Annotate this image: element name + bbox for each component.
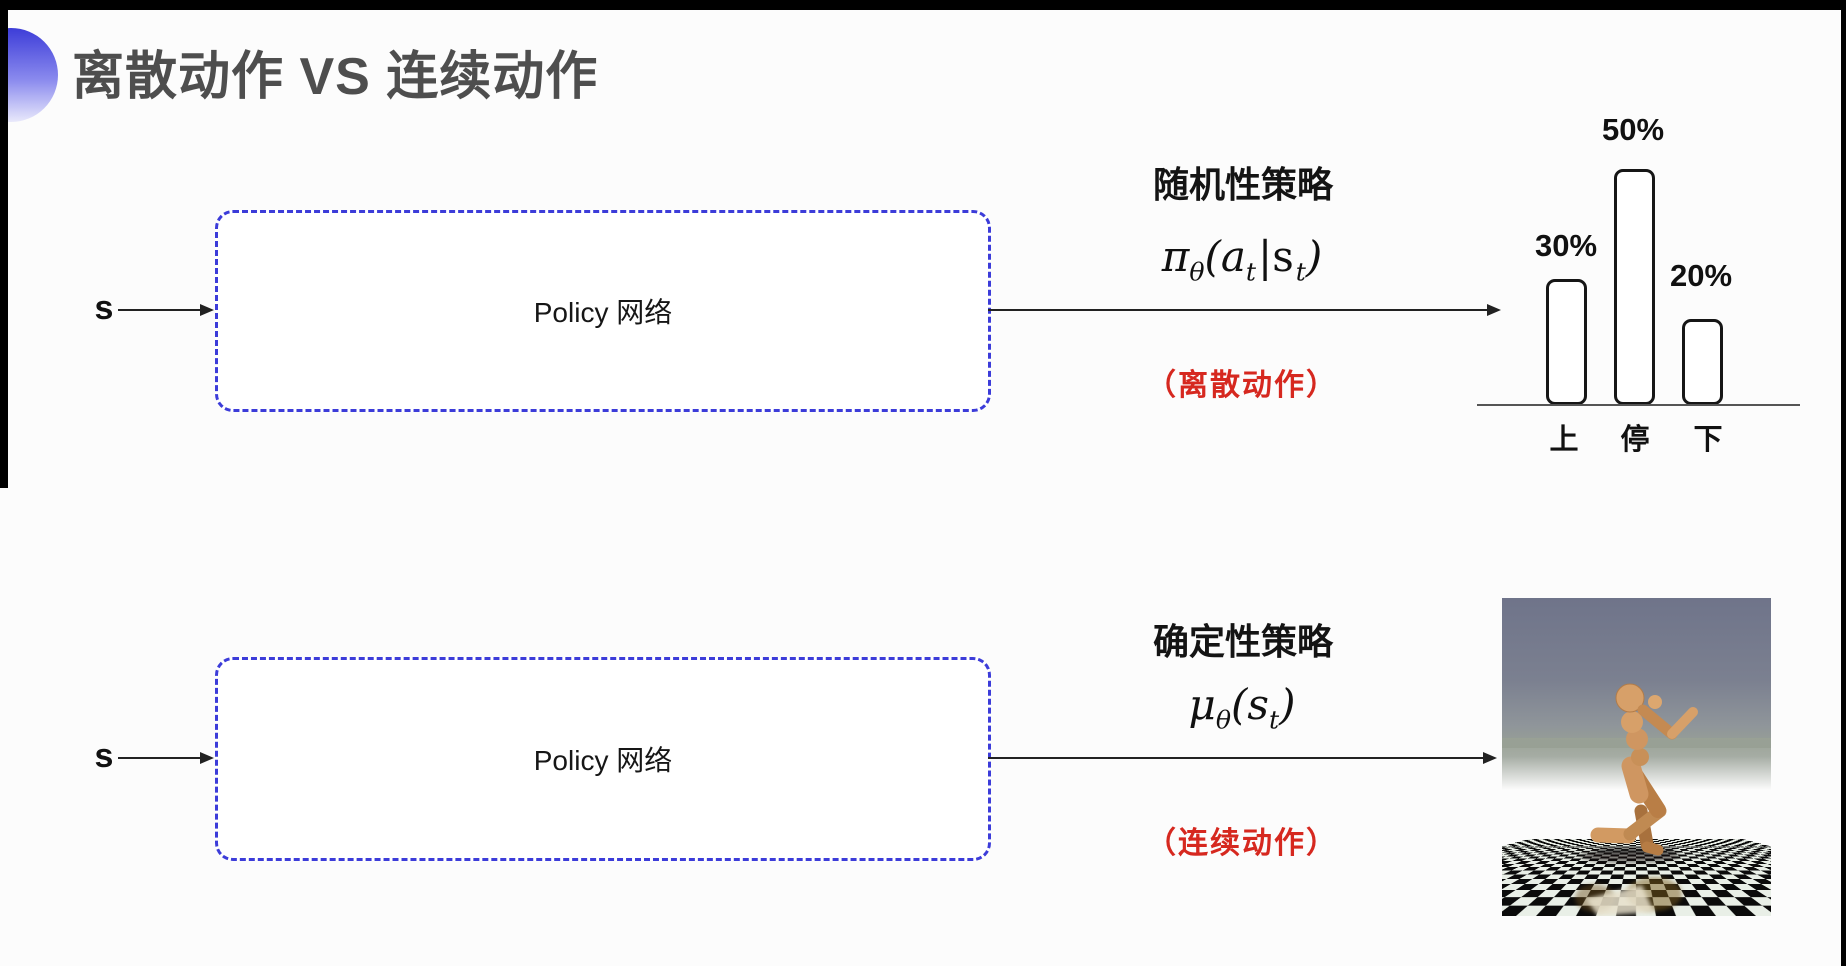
- humanoid-robot-figure: [1575, 683, 1698, 916]
- continuous-action-note: （连续动作）: [1146, 827, 1338, 860]
- deterministic-input-arrow: [118, 757, 201, 759]
- stochastic-input-label: s: [94, 289, 114, 327]
- letterbox-right-edge: [1841, 0, 1846, 966]
- deterministic-output-arrow: [988, 757, 1484, 759]
- bar-stop-category-label: 停: [1620, 424, 1650, 456]
- stochastic-policy-title: 随机性策略: [1152, 164, 1333, 205]
- title-bullet-crescent-icon: [8, 28, 58, 122]
- stochastic-policy-network-label: Policy 网络: [533, 297, 673, 328]
- deterministic-policy-network-box: Policy 网络: [215, 657, 991, 861]
- deterministic-policy-formula: μθ(st): [1188, 680, 1296, 735]
- bar-stop-value-label: 50%: [1601, 112, 1665, 147]
- chart-baseline: [1477, 404, 1800, 406]
- bar-down-value-label: 20%: [1669, 258, 1733, 293]
- discrete-action-note: （离散动作）: [1146, 369, 1338, 402]
- letterbox-left-edge: [0, 10, 8, 488]
- bar-up: [1546, 279, 1587, 405]
- deterministic-input-label: s: [94, 737, 114, 775]
- deterministic-policy-title: 确定性策略: [1152, 621, 1333, 662]
- bar-down: [1682, 319, 1723, 405]
- stochastic-output-arrow: [988, 309, 1488, 311]
- bar-down-category-label: 下: [1693, 424, 1723, 456]
- bar-stop: [1614, 169, 1655, 405]
- page-title: 离散动作 VS 连续动作: [72, 48, 599, 106]
- letterbox-top-edge: [0, 0, 1846, 10]
- deterministic-policy-network-label: Policy 网络: [533, 745, 673, 776]
- bar-up-category-label: 上: [1549, 424, 1579, 456]
- bar-up-value-label: 30%: [1534, 228, 1598, 263]
- stochastic-policy-network-box: Policy 网络: [215, 210, 991, 412]
- stochastic-input-arrow: [118, 309, 201, 311]
- humanoid-simulation-image: [1502, 598, 1771, 916]
- stochastic-policy-formula: πθ(at|st): [1161, 232, 1323, 287]
